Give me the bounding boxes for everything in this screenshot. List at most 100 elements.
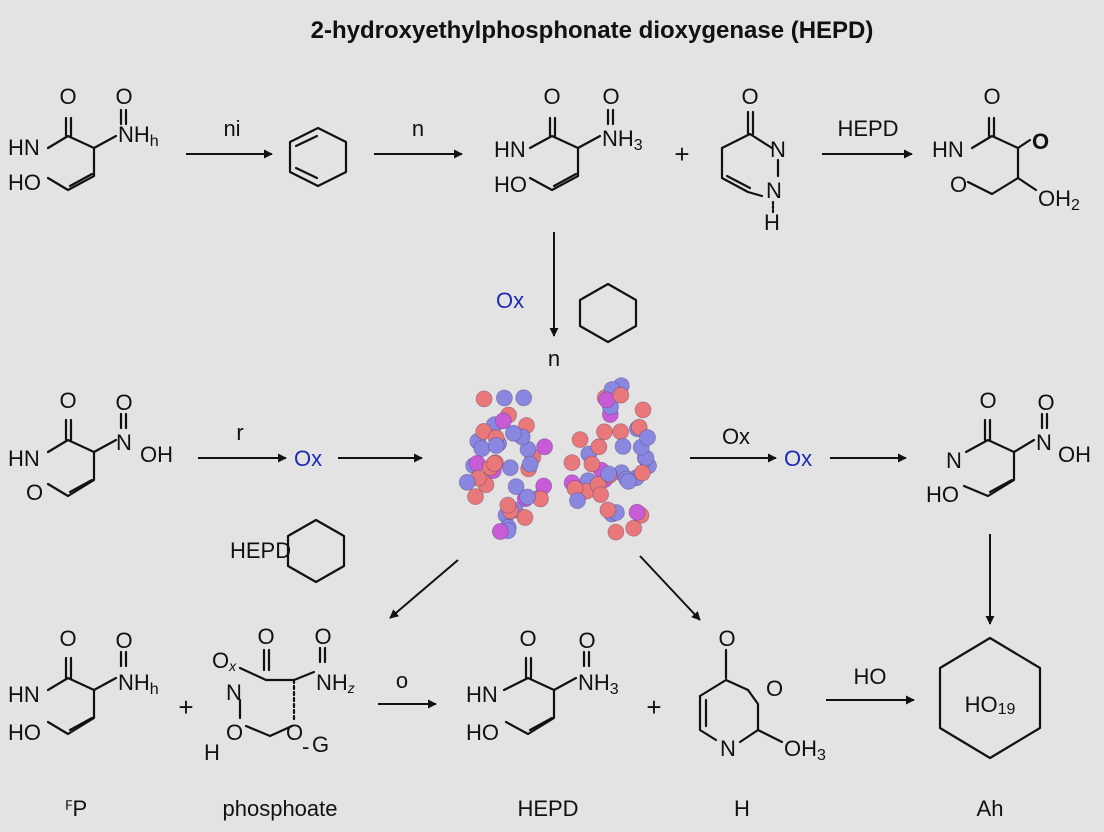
nitrogen-label: N — [770, 137, 786, 162]
atom-sphere — [516, 509, 534, 526]
hn-label: HN — [8, 135, 40, 160]
atom-sphere — [536, 438, 553, 456]
hydrogen-label: H — [764, 210, 780, 235]
caption-label: H — [734, 796, 750, 821]
hexagon-label: HO19 — [965, 692, 1016, 718]
atom-sphere — [505, 424, 522, 442]
hepd-hexagon: HEPD — [230, 518, 346, 584]
atom-sphere — [507, 478, 525, 496]
atom-sphere — [599, 501, 617, 519]
atom-sphere — [491, 523, 509, 540]
hydroxyl-label: OH — [1058, 442, 1091, 467]
atom-sphere — [521, 455, 539, 473]
molecule-9: O O NH3 HN HO — [466, 626, 619, 745]
caption-label: phosphoate — [223, 796, 338, 821]
oxygen-label: Ox — [212, 648, 237, 674]
amine-label: NHh — [118, 122, 159, 150]
atom-sphere — [612, 386, 630, 404]
atom-sphere — [569, 492, 586, 510]
oxygen-label: O — [519, 626, 536, 651]
nitrogen-label: N — [226, 680, 242, 705]
oxygen-label: O — [1032, 129, 1049, 154]
atom-sphere — [501, 459, 519, 477]
nitrogen-label: N — [116, 430, 132, 455]
atom-sphere — [583, 455, 601, 473]
group-label: - — [302, 734, 309, 759]
oxygen-label: O — [286, 720, 303, 745]
atom-sphere — [494, 412, 512, 430]
oxygen-label: O — [226, 720, 243, 745]
atom-sphere — [519, 488, 536, 506]
atom-sphere — [639, 429, 656, 446]
arrow-label: n — [412, 116, 424, 141]
atom-sphere — [633, 464, 651, 482]
cyclohexadiene-ring — [288, 126, 348, 188]
arrow-label: HEPD — [837, 116, 898, 141]
oxygen-label: O — [314, 624, 331, 649]
oxygen-label: O — [115, 628, 132, 653]
arrow-label: r — [236, 420, 243, 445]
amine-label: NH3 — [602, 126, 643, 154]
group-label: G — [312, 732, 329, 757]
oxygen-label: O — [59, 626, 76, 651]
hn-label: HN — [466, 682, 498, 707]
oxygen-label: O — [979, 388, 996, 413]
atom-sphere — [634, 401, 652, 419]
atom-sphere — [614, 437, 632, 455]
atom-sphere — [596, 423, 613, 441]
oxygen-label: O — [1037, 390, 1054, 415]
arrow-label: o — [396, 668, 408, 693]
hepd-label: HEPD — [230, 538, 291, 563]
atom-sphere — [499, 496, 517, 514]
plus-sign: + — [178, 692, 193, 722]
atom-sphere — [612, 423, 629, 441]
oxygen-label: O — [59, 388, 76, 413]
atom-sphere — [485, 455, 503, 472]
ho-label: HO — [494, 172, 527, 197]
cyclohexane-ring — [578, 282, 638, 344]
caption-label: ꟳP — [65, 796, 87, 821]
hn-label: HN — [494, 137, 526, 162]
oxygen-label: O — [543, 84, 560, 109]
hn-label: HN — [8, 446, 40, 471]
hydrogen-label: H — [204, 740, 220, 765]
atom-sphere — [571, 431, 589, 449]
nitrogen-label: N — [766, 178, 782, 203]
ox-label: Ox — [496, 288, 524, 313]
ho-label: HO — [8, 170, 41, 195]
oxygen-label: O — [602, 84, 619, 109]
atom-sphere — [607, 523, 625, 541]
atom-sphere — [563, 454, 581, 472]
oxygen-label: O — [718, 626, 735, 651]
oxygen-label: O — [950, 172, 967, 197]
molecule-3: O N N H — [720, 84, 786, 235]
molecule-7: O O NHh HN HO — [8, 626, 159, 745]
hydroxyl-label: OH2 — [1038, 186, 1080, 214]
ho-label: HO — [466, 720, 499, 745]
atom-sphere — [625, 519, 643, 537]
oxygen-label: O — [578, 628, 595, 653]
molecule-6: O O N N OH HO — [926, 388, 1091, 507]
oxygen-label: O — [115, 84, 132, 109]
arrow-label: n — [548, 346, 560, 371]
atom-sphere — [467, 488, 484, 506]
nitrogen-label: N — [946, 448, 962, 473]
plus-sign: + — [646, 692, 661, 722]
atom-sphere — [600, 465, 617, 483]
atom-sphere — [487, 437, 505, 454]
amine-label: NHh — [118, 670, 159, 698]
enzyme-sphere-cluster — [458, 377, 657, 541]
ho-label: HO — [926, 482, 959, 507]
arrow-label: HO — [854, 664, 887, 689]
ox-label: Ox — [784, 446, 812, 471]
caption-label: HEPD — [517, 796, 578, 821]
hydroxyl-label: OH — [140, 442, 173, 467]
oxygen-label: O — [26, 480, 43, 505]
oxygen-label: O — [741, 84, 758, 109]
molecule-1: O O NHh HN HO — [8, 84, 159, 195]
oxygen-label: O — [766, 676, 783, 701]
arrow-label: Ox — [722, 424, 750, 449]
molecule-8: Ox O O NHz N O O - G H — [204, 624, 355, 765]
arrow-label: ni — [223, 116, 240, 141]
